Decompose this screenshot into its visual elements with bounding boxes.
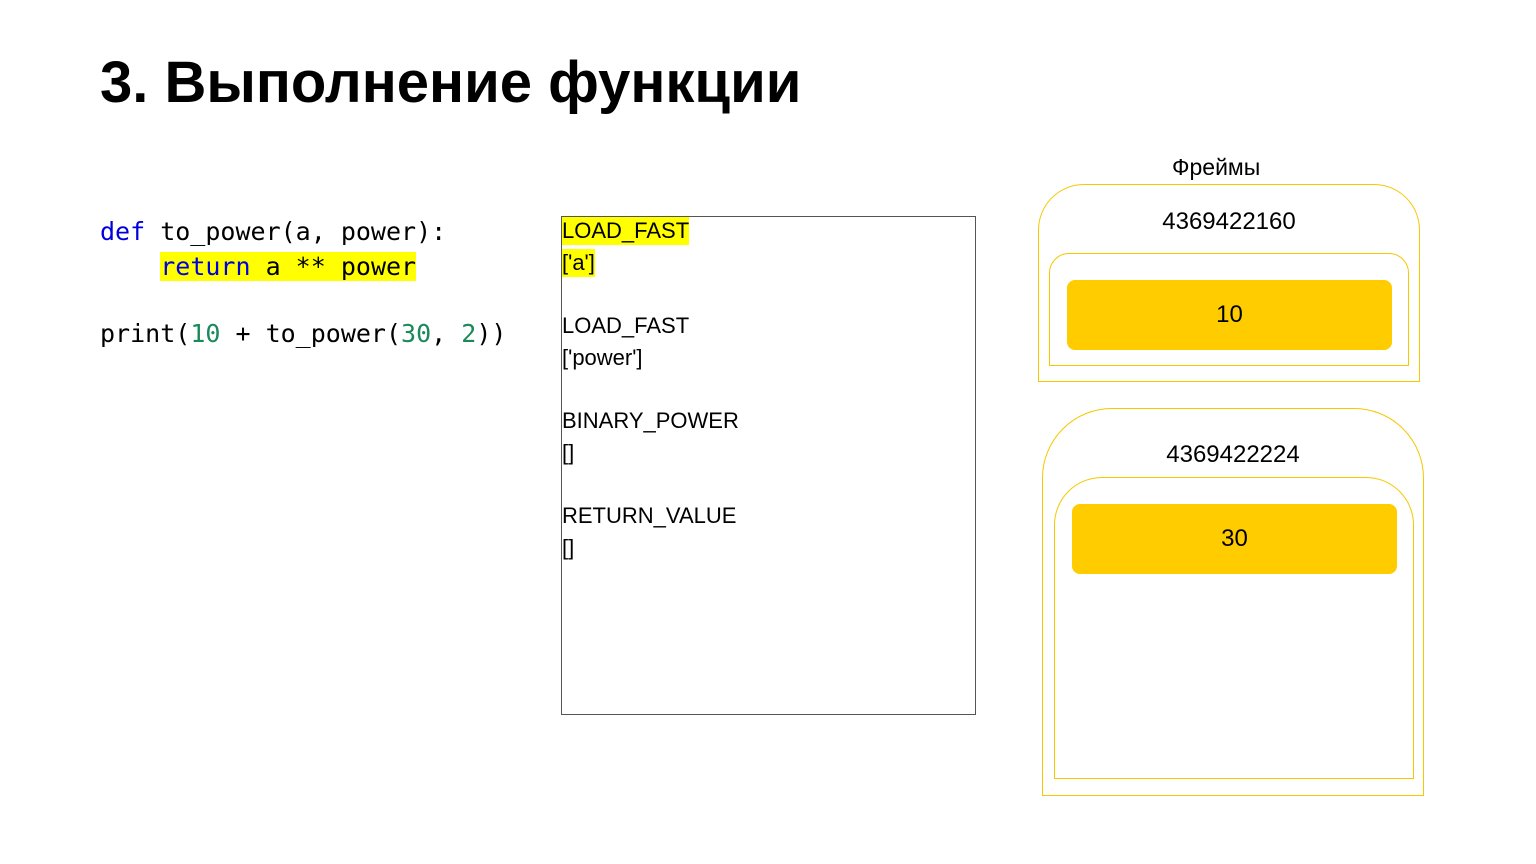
code-line-print: print(10 + to_power(30, 2)): [100, 318, 506, 350]
frame-id: 4369422224: [1166, 441, 1300, 468]
bytecode-opname: LOAD_FAST: [562, 313, 690, 338]
code-indent: [100, 252, 160, 281]
bytecode-arg: ['a']: [562, 249, 595, 277]
bytecode-arg: []: [562, 535, 575, 560]
bytecode-instruction: LOAD_FAST ['power']: [562, 312, 689, 372]
frames-label: Фреймы: [1172, 154, 1261, 180]
code-text: print(: [100, 319, 191, 348]
keyword-return: return: [160, 252, 251, 281]
keyword-def: def: [100, 217, 146, 246]
code-text: a ** power: [250, 252, 417, 281]
number-literal: 2: [461, 319, 477, 348]
code-text: )): [476, 319, 507, 348]
frame-stack-area: 30: [1054, 477, 1414, 779]
code-block: def to_power(a, power): return a ** powe…: [100, 216, 506, 348]
bytecode-instruction: BINARY_POWER []: [562, 407, 739, 467]
bytecode-opname: LOAD_FAST: [562, 217, 690, 245]
number-literal: 10: [190, 319, 221, 348]
number-literal: 30: [401, 319, 432, 348]
code-text: ,: [431, 319, 462, 348]
bytecode-arg: []: [562, 440, 575, 465]
bytecode-panel: LOAD_FAST ['a'] LOAD_FAST ['power'] BINA…: [561, 216, 976, 715]
frame-card: 4369422160 10: [1038, 184, 1420, 382]
bytecode-opname: RETURN_VALUE: [562, 503, 737, 528]
slide-title: 3. Выполнение функции: [100, 50, 802, 115]
frame-card: 4369422224 30: [1042, 408, 1424, 796]
bytecode-instruction: RETURN_VALUE []: [562, 502, 736, 562]
frame-stack-area: 10: [1049, 253, 1409, 366]
code-text: + to_power(: [220, 319, 402, 348]
bytecode-arg: ['power']: [562, 345, 643, 370]
stack-value: 10: [1067, 280, 1392, 350]
bytecode-instruction: LOAD_FAST ['a']: [562, 217, 690, 277]
code-line-return: return a ** power: [100, 251, 417, 283]
stack-value: 30: [1072, 504, 1397, 574]
code-line-def: def to_power(a, power):: [100, 216, 446, 248]
frame-id: 4369422160: [1162, 208, 1296, 235]
highlighted-current-line: return a ** power: [160, 252, 417, 281]
code-text: to_power(a, power):: [145, 217, 447, 246]
bytecode-opname: BINARY_POWER: [562, 408, 739, 433]
